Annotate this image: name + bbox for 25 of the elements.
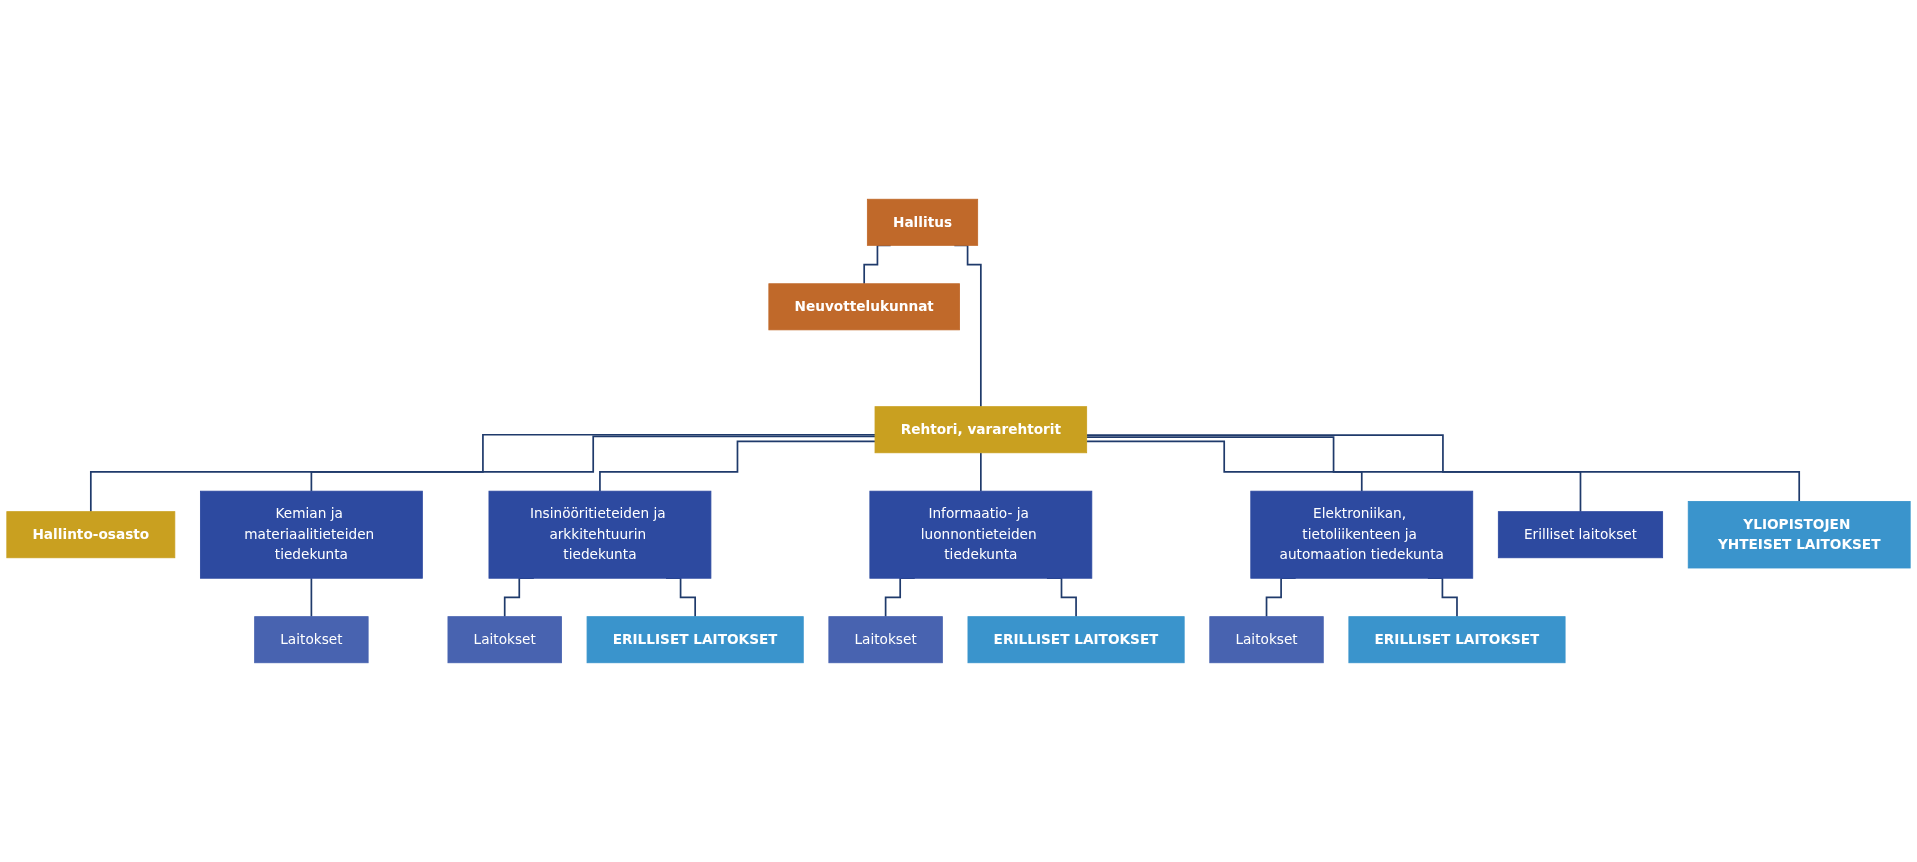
node-box: Informaatio- ja luonnontieteiden tiedekunta — [869, 490, 1093, 579]
node-box: Rehtori, vararehtorit — [874, 406, 1088, 454]
node-box: Erilliset laitokset — [1497, 511, 1664, 559]
connector — [89, 433, 876, 513]
connector — [310, 435, 876, 493]
node-box: ERILLISET LAITOKSET — [586, 616, 804, 664]
node-box: Kemian ja materiaalitieteiden tiedekunta — [200, 490, 423, 579]
connector — [980, 451, 982, 493]
node-box: Laitokset — [254, 616, 369, 664]
connector — [310, 577, 313, 618]
connector — [1085, 436, 1582, 513]
node-box: Laitokset — [1209, 616, 1324, 664]
node-box: ERILLISET LAITOKSET — [1348, 616, 1566, 664]
node-box: Hallitus — [866, 198, 979, 246]
node-box: YLIOPISTOJEN YHTEISET LAITOKSET — [1687, 501, 1911, 569]
connector — [1085, 434, 1801, 503]
connector — [599, 440, 876, 493]
node-box: Laitokset — [828, 616, 943, 664]
node-box: ERILLISET LAITOKSET — [967, 616, 1185, 664]
node-box: Neuvottelukunnat — [768, 283, 960, 331]
node-box: Insinööritieteiden ja arkkitehtuurin tiedekunta — [488, 490, 712, 579]
connector — [1085, 440, 1363, 493]
node-box: Elektroniikan, tietoliikenteen ja automaation tiedekunta — [1250, 490, 1474, 579]
node-box: Hallinto-osasto — [6, 511, 176, 559]
node-box: Laitokset — [447, 616, 562, 664]
